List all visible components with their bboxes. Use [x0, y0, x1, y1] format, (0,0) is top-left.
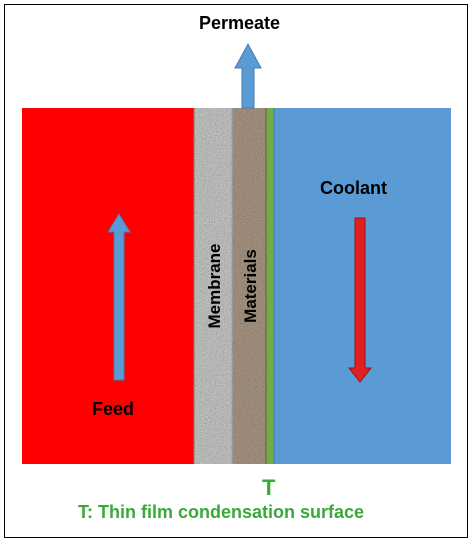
membrane-layer [194, 108, 232, 464]
materials-label: Materials [241, 249, 260, 323]
thin-film-marker-label: T [262, 475, 276, 500]
feed-region [22, 108, 194, 464]
coolant-label: Coolant [320, 178, 387, 198]
figure-caption: T: Thin film condensation surface [78, 502, 365, 522]
materials-layer [232, 108, 266, 464]
feed-flow-arrow [107, 213, 131, 381]
coolant-flow-arrow [347, 217, 373, 383]
permeate-arrow [234, 42, 262, 109]
figure-frame [4, 4, 468, 538]
feed-label: Feed [92, 399, 135, 419]
membrane-label: Membrane [205, 243, 224, 328]
permeate-label: Permeate [199, 13, 281, 33]
thin-film-layer [266, 108, 274, 464]
